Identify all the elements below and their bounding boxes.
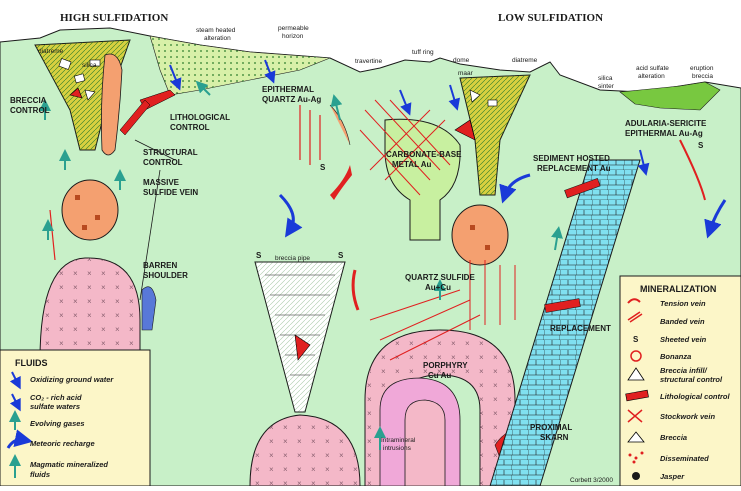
label-massive-1: MASSIVE	[143, 178, 180, 187]
label-silica: silica	[82, 62, 97, 69]
label-s-1: S	[256, 251, 262, 260]
header-high: HIGH SULFIDATION	[60, 12, 168, 24]
label-credit: Corbett 3/2000	[570, 477, 613, 484]
label-breccia-1: BRECCIA	[10, 96, 47, 105]
label-qs-1: QUARTZ SULFIDE	[405, 273, 475, 282]
label-acid-1: acid sulfate	[636, 65, 669, 72]
intrusion-centre	[249, 414, 361, 487]
label-intra-1: Intramineral	[381, 437, 416, 444]
min-item-1: Tension vein	[660, 299, 706, 308]
label-tuff-ring: tuff ring	[412, 49, 434, 56]
label-sed-1: SEDIMENT HOSTED	[533, 154, 610, 163]
label-sinter-2: sinter	[598, 83, 615, 90]
label-prox-1: PROXIMAL	[530, 423, 572, 432]
label-steam-1: steam heated	[196, 27, 236, 34]
min-item-9: Breccia	[660, 433, 687, 442]
label-adularia-2: EPITHERMAL Au-Ag	[625, 129, 703, 138]
label-intra-2: intrusions	[383, 445, 412, 452]
label-porphyry-1: PORPHYRY	[423, 361, 468, 370]
label-maar: maar	[458, 70, 474, 77]
label-dome: dome	[453, 57, 470, 64]
orange-bodies-high	[61, 53, 123, 241]
diagram-labels: HIGH SULFIDATION LOW SULFIDATION diatrem…	[10, 12, 714, 484]
label-barren-1: BARREN	[143, 261, 177, 270]
stockwork-icon	[627, 409, 643, 423]
label-replacement: REPLACEMENT	[550, 324, 611, 333]
fluid-item-5: Meteoric recharge	[30, 439, 95, 448]
label-litho-2: CONTROL	[170, 123, 210, 132]
label-litho-1: LITHOLOGICAL	[170, 113, 230, 122]
min-item-2: Banded vein	[660, 317, 705, 326]
min-item-8: Stockwork vein	[660, 412, 715, 421]
label-massive-2: SULFIDE VEIN	[143, 188, 198, 197]
label-struct-2: CONTROL	[143, 158, 183, 167]
label-erupt-1: eruption	[690, 65, 714, 72]
oxidizing-arrow-icon	[9, 371, 21, 390]
label-erupt-2: breccia	[692, 73, 713, 80]
fluid-item-2: CO₂ - rich acid	[30, 393, 82, 402]
min-item-7: Lithological control	[660, 392, 730, 401]
fluid-item-1: Oxidizing ground water	[30, 375, 114, 384]
bonanza-icon	[630, 350, 642, 362]
sheeted-vein-icon: S	[633, 335, 639, 344]
carbonate-body	[359, 99, 461, 241]
label-s-4: S	[698, 141, 704, 150]
label-steam-2: alteration	[204, 35, 231, 42]
label-epi-1: EPITHERMAL	[262, 85, 314, 94]
label-breccia-2: CONTROL	[10, 106, 50, 115]
label-epi-2: QUARTZ Au-Ag	[262, 95, 321, 104]
header-low: LOW SULFIDATION	[498, 12, 603, 24]
veins	[49, 89, 706, 361]
min-item-6: structural control	[660, 375, 723, 384]
label-sed-2: REPLACEMENT Au	[537, 164, 611, 173]
label-sinter-1: silica	[598, 75, 613, 82]
fluids-title: FLUIDS	[15, 358, 48, 368]
label-prox-2: SKARN	[540, 433, 569, 442]
fluid-item-4: Evolving gases	[30, 419, 85, 428]
banded-vein-icon	[627, 311, 643, 323]
min-item-5: Breccia infill/	[660, 366, 708, 375]
co2-arrow-icon	[9, 393, 21, 412]
label-diatreme-1: diatreme	[38, 48, 64, 55]
min-item-10: Disseminated	[660, 454, 709, 463]
breccia-infill-icon	[627, 367, 645, 381]
label-carb-1: CARBONATE-BASE	[386, 150, 462, 159]
fluids-legend: FLUIDS Oxidizing ground water CO₂ - rich…	[0, 349, 151, 487]
breccia-pipe	[254, 261, 346, 413]
fluid-arrows	[39, 59, 727, 450]
min-item-4: Bonanza	[660, 352, 691, 361]
min-item-11: Jasper	[660, 472, 685, 481]
label-diatreme-2: diatreme	[512, 57, 538, 64]
mineralization-legend: MINERALIZATION Tension vein Banded vein …	[619, 275, 741, 487]
diatreme-low	[451, 74, 531, 266]
lithological-icon	[625, 389, 649, 402]
label-qs-2: Au+Cu	[425, 283, 451, 292]
fluid-item-6: Magmatic mineralized	[30, 460, 108, 469]
label-perm-2: horizon	[282, 33, 304, 40]
label-s-2: S	[338, 251, 344, 260]
label-breccia-pipe: breccia pipe	[275, 255, 310, 262]
label-carb-2: METAL Au	[392, 160, 432, 169]
disseminated-icon	[628, 451, 644, 464]
label-perm-1: permeable	[278, 25, 309, 32]
label-acid-2: alteration	[638, 73, 665, 80]
intrusion-left	[39, 257, 157, 361]
tension-vein-icon	[627, 298, 641, 304]
meteoric-arrow-icon	[6, 429, 33, 449]
fluid-item-7: fluids	[30, 470, 50, 479]
label-travertine: travertine	[355, 58, 382, 65]
breccia-icon	[627, 431, 645, 443]
jasper-icon	[632, 472, 640, 480]
label-barren-2: SHOULDER	[143, 271, 188, 280]
label-struct-1: STRUCTURAL	[143, 148, 198, 157]
label-adularia-1: ADULARIA-SERICITE	[625, 119, 707, 128]
fluid-item-3: sulfate waters	[30, 402, 80, 411]
label-porphyry-2: Cu Au	[428, 371, 451, 380]
min-title: MINERALIZATION	[640, 284, 716, 294]
label-s-3: S	[320, 163, 326, 172]
min-item-3: Sheeted vein	[660, 335, 707, 344]
